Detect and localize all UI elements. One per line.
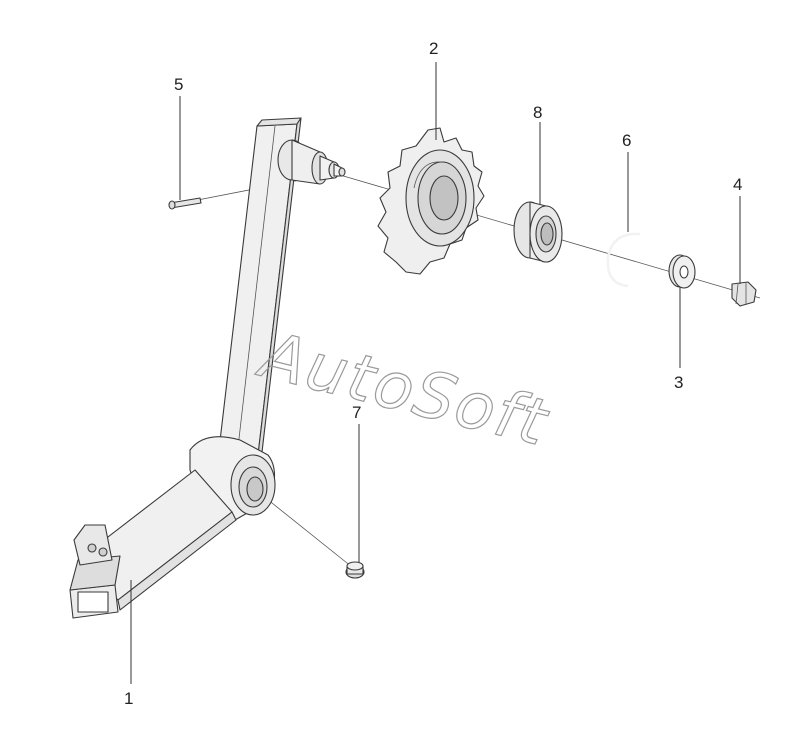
leader-lines bbox=[130, 62, 741, 684]
cotter-pin bbox=[168, 197, 202, 210]
watermark-text: AutoSoft bbox=[250, 318, 556, 462]
callout-3: 3 bbox=[674, 373, 683, 392]
sprocket bbox=[377, 127, 485, 275]
bearing bbox=[513, 201, 563, 263]
grease-fitting bbox=[345, 561, 365, 579]
callouts: 1 2 3 4 5 6 7 8 bbox=[124, 39, 742, 708]
callout-8: 8 bbox=[533, 103, 542, 122]
retaining-ring bbox=[606, 232, 641, 288]
lever-arm bbox=[69, 117, 346, 619]
callout-5: 5 bbox=[174, 75, 183, 94]
callout-2: 2 bbox=[429, 39, 438, 58]
callout-4: 4 bbox=[733, 175, 742, 194]
castle-nut bbox=[731, 281, 757, 307]
callout-1: 1 bbox=[124, 689, 133, 708]
washer bbox=[668, 254, 696, 289]
callout-6: 6 bbox=[622, 131, 631, 150]
callout-7: 7 bbox=[352, 403, 361, 422]
